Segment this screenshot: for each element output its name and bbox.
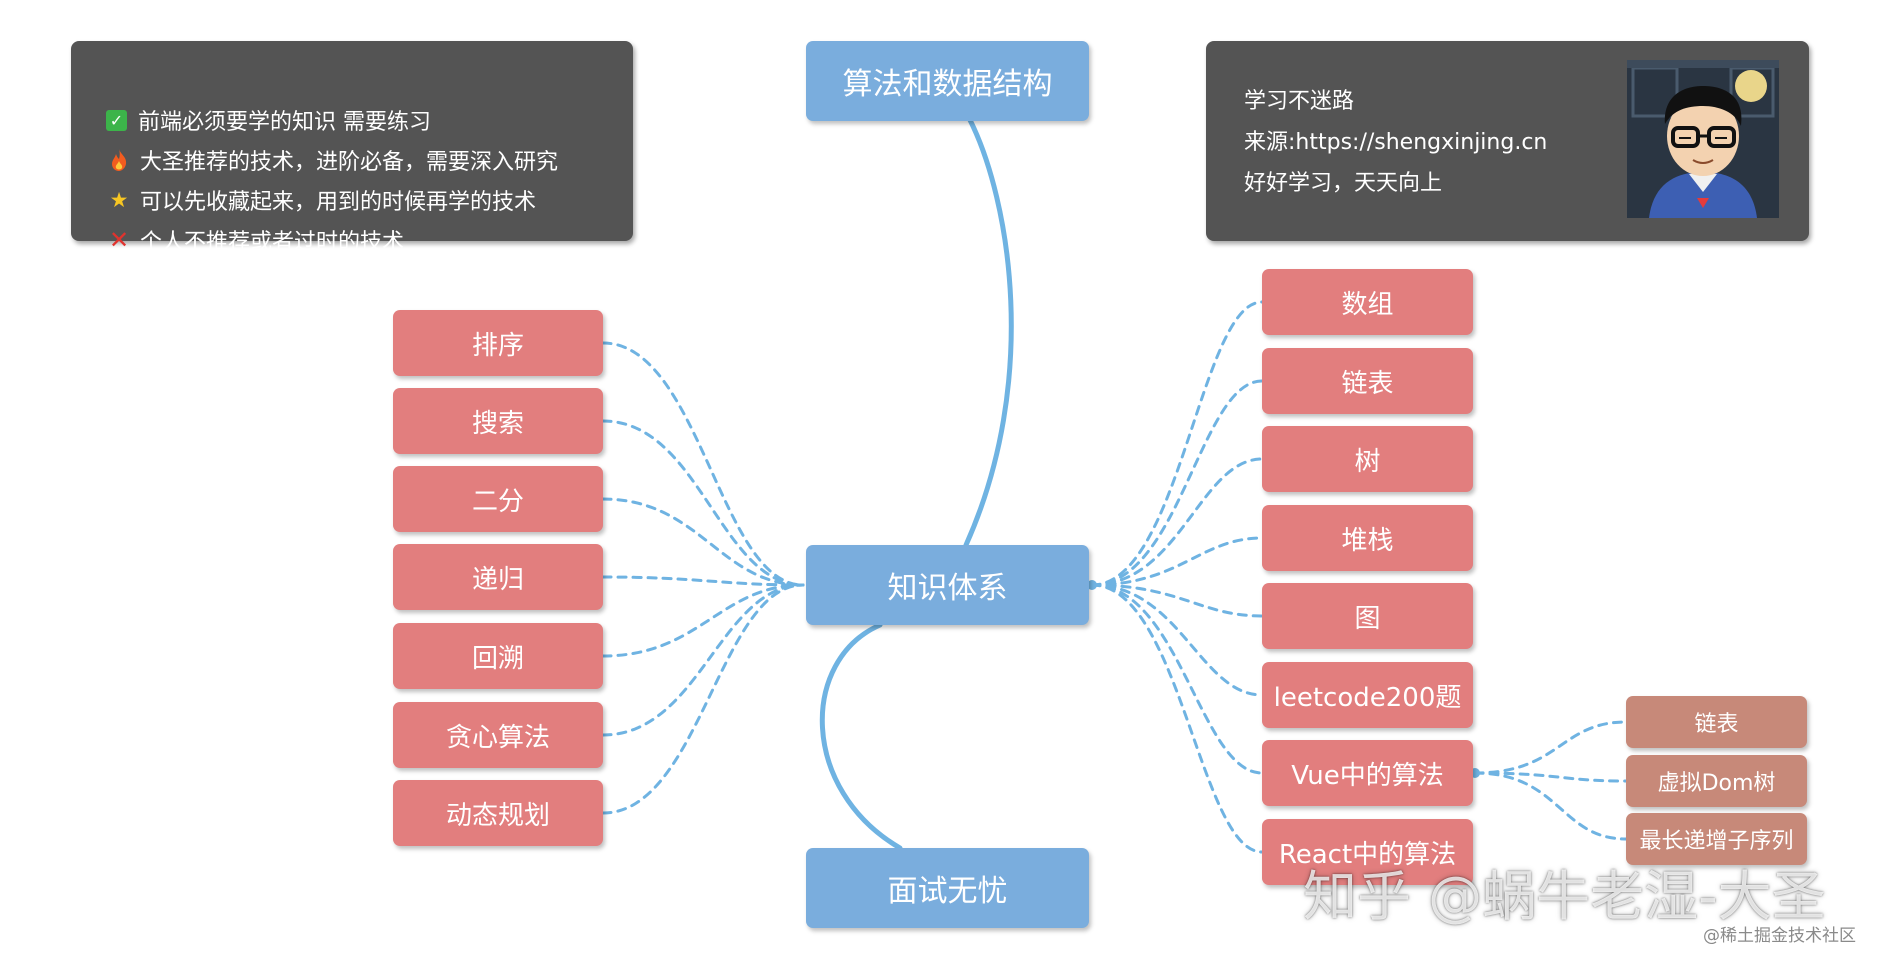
right-topic-node[interactable]: 树 xyxy=(1262,426,1473,492)
check-mark-icon: ✓ xyxy=(106,109,127,131)
topic-knowledge-system[interactable]: 知识体系 xyxy=(806,545,1089,625)
legend-item-label: 大圣推荐的技术，进阶必备，需要深入研究 xyxy=(140,150,559,175)
topic-interview-ready[interactable]: 面试无忧 xyxy=(806,848,1089,928)
link-left-6 xyxy=(601,583,805,737)
link-vue-2 xyxy=(1473,771,1628,783)
link-vue-1 xyxy=(1473,720,1628,775)
legend-item-label: 个人不推荐或者过时的技术 xyxy=(140,230,405,255)
left-topic-node[interactable]: 回溯 xyxy=(393,623,603,689)
avatar-cartoon-icon xyxy=(1627,60,1779,218)
left-topic-node[interactable]: 排序 xyxy=(393,310,603,376)
link-right-2 xyxy=(1090,379,1264,587)
right-topic-node[interactable]: 图 xyxy=(1262,583,1473,649)
topic-algorithms-data-structures[interactable]: 算法和数据结构 xyxy=(806,41,1089,121)
legend-item-bookmark: ★ 可以先收藏起来，用到的时候再学的技术 xyxy=(106,183,536,217)
link-right-1 xyxy=(1090,300,1264,587)
link-left-5 xyxy=(601,583,805,658)
legend-item-recommended: 大圣推荐的技术，进阶必备，需要深入研究 xyxy=(106,143,558,177)
juejin-credit: @稀土掘金技术社区 xyxy=(1703,926,1856,946)
vue-subtopic-node[interactable]: 链表 xyxy=(1626,696,1807,748)
link-left-3 xyxy=(601,497,805,587)
left-topic-node[interactable]: 二分 xyxy=(393,466,603,532)
vue-subtopic-node[interactable]: 最长递增子序列 xyxy=(1626,813,1807,865)
left-topic-node[interactable]: 贪心算法 xyxy=(393,702,603,768)
legend-item-not-recommended: ✕ 个人不推荐或者过时的技术 xyxy=(106,223,404,257)
link-bottom xyxy=(819,622,903,851)
link-vue-3 xyxy=(1473,771,1628,841)
right-topic-node[interactable]: 链表 xyxy=(1262,348,1473,414)
link-left-1 xyxy=(601,341,805,587)
link-right-8 xyxy=(1090,583,1264,854)
legend-panel: ✓ 前端必须要学的知识 需要练习 大圣推荐的技术，进阶必备，需要深入研究 ★ 可… xyxy=(71,41,633,255)
link-left-4 xyxy=(601,575,805,587)
star-icon: ★ xyxy=(109,188,129,212)
link-left-2 xyxy=(601,419,805,587)
right-topic-node[interactable]: 堆栈 xyxy=(1262,505,1473,571)
right-topic-node[interactable]: leetcode200题 xyxy=(1262,662,1473,728)
source-text: 来源:https://shengxinjing.cn xyxy=(1244,130,1548,155)
cross-mark-icon: ✕ xyxy=(108,226,130,254)
link-right-4 xyxy=(1090,536,1264,587)
left-topic-node[interactable]: 搜索 xyxy=(393,388,603,454)
fire-icon xyxy=(106,148,132,172)
legend-item-label: 前端必须要学的知识 需要练习 xyxy=(138,110,431,135)
link-right-3 xyxy=(1090,457,1264,587)
right-topic-node[interactable]: React中的算法 xyxy=(1262,819,1473,885)
link-right-6 xyxy=(1090,583,1264,697)
link-right-5 xyxy=(1090,583,1264,618)
info-panel: 学习不迷路 来源:https://shengxinjing.cn 好好学习，天天… xyxy=(1206,41,1809,241)
zhihu-watermark: 知乎 @蜗牛老湿-大圣 xyxy=(1303,865,1826,928)
link-left-7 xyxy=(601,583,805,815)
link-top xyxy=(963,117,1014,548)
legend-item-label: 可以先收藏起来，用到的时候再学的技术 xyxy=(140,190,537,215)
link-right-7 xyxy=(1090,583,1264,775)
slogan-text: 学习不迷路 xyxy=(1244,89,1355,114)
right-topic-node[interactable]: Vue中的算法 xyxy=(1262,740,1473,806)
center-right-junction xyxy=(1087,580,1097,590)
left-topic-node[interactable]: 递归 xyxy=(393,544,603,610)
legend-item-required: ✓ 前端必须要学的知识 需要练习 xyxy=(106,103,431,137)
right-topic-node[interactable]: 数组 xyxy=(1262,269,1473,335)
vue-subtopic-node[interactable]: 虚拟Dom树 xyxy=(1626,755,1807,807)
motto-text: 好好学习，天天向上 xyxy=(1244,171,1443,196)
left-topic-node[interactable]: 动态规划 xyxy=(393,780,603,846)
